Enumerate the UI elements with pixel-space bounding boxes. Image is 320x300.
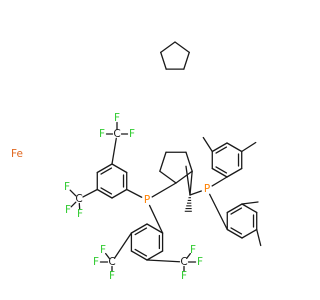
methyl-bond — [202, 136, 213, 153]
aryl-p-bond — [211, 176, 228, 187]
aryl-ring-upper-left-bond — [96, 188, 113, 199]
aryl-ring-lower-bond — [146, 250, 164, 261]
trifluoromethyl-left-cf-bond — [70, 201, 77, 208]
ring-p-bond — [151, 182, 177, 198]
iron-atom: Fe — [11, 148, 23, 160]
trifluoromethyl-lower-right-fluorine: F — [190, 244, 196, 256]
aryl-ring-upper-left-bond — [111, 163, 128, 174]
trifluoromethyl-lower-right-fluorine: F — [197, 256, 203, 268]
aryl-ring-upper-left-double-bond — [100, 167, 113, 175]
cyclopentadienyl-ring-bond — [183, 51, 190, 70]
ring-chiral-carbon-bond — [189, 170, 193, 196]
cyclopentane-ring-bond — [185, 151, 193, 172]
xylyl-ring-upper-double-bond — [215, 146, 228, 154]
trifluoromethyl-left-cf-bond — [69, 189, 77, 197]
cyclopentadienyl-ring-bond — [160, 41, 176, 54]
xylyl-ring-upper-bond — [226, 142, 243, 153]
aryl-ring-upper-left-bond — [96, 163, 113, 174]
bond-lines — [69, 41, 262, 273]
stereo-bonds — [184, 197, 192, 212]
xylyl-ring-upper-double-bond — [215, 166, 228, 174]
trifluoromethyl-left-fluorine: F — [77, 208, 83, 220]
ring-chiral-carbon-bond — [185, 165, 191, 196]
aryl-ring-lower-bond — [130, 223, 148, 234]
xylyl-ring-upper-bond — [211, 167, 228, 178]
methyl-bond — [256, 228, 262, 247]
trifluoromethyl-lower-left-fluorine: F — [109, 270, 115, 282]
phosphorus-atom-left: P — [144, 194, 150, 206]
trifluoromethyl-top-fluorine: F — [129, 128, 135, 140]
cyclopentane-ring-bond — [159, 151, 167, 172]
trifluoromethyl-top-carbon: C — [113, 128, 120, 140]
xylyl-ring-lower-bond — [241, 203, 258, 214]
carbon-p-bond — [189, 190, 202, 196]
xylyl-ring-upper-bond — [226, 167, 243, 178]
cyclopentane-ring-bond — [159, 170, 177, 184]
xylyl-ring-lower-bond — [226, 203, 243, 214]
cyclopentadienyl-ring-bond — [160, 51, 167, 70]
trifluoromethyl-lower-left-fluorine: F — [93, 256, 99, 268]
phosphorus-atom-right: P — [204, 183, 210, 195]
trifluoromethyl-lower-left-cf-bond — [105, 252, 110, 260]
xylyl-ring-lower-double-bond — [230, 207, 243, 215]
cyclopentadienyl-ring-bond — [174, 41, 190, 54]
aryl-p-bond — [209, 193, 228, 231]
aryl-ring-lower-double-bond — [134, 227, 148, 236]
cyclopentane-ring-bond — [175, 170, 193, 184]
trifluoromethyl-top-fluorine: F — [114, 112, 120, 124]
xylyl-ring-lower-double-bond — [230, 227, 243, 235]
trifluoromethyl-lower-right-carbon: C — [180, 256, 187, 268]
aryl-ring-lower-bond — [146, 223, 164, 234]
aryl-ring-upper-left-double-bond — [100, 187, 113, 195]
methyl-bond — [241, 201, 259, 205]
xylyl-ring-upper-bond — [211, 142, 228, 153]
ring-cf3-bond — [146, 259, 181, 263]
aryl-ring-lower-bond — [130, 250, 148, 261]
trifluoromethyl-lower-right-cf-bond — [186, 252, 191, 260]
methyl-bond — [241, 141, 257, 153]
aryl-ring-upper-left-bond — [111, 188, 128, 199]
xylyl-ring-lower-bond — [226, 228, 243, 239]
aryl-ring-lower-double-bond — [134, 248, 148, 257]
trifluoromethyl-lower-left-fluorine: F — [100, 244, 106, 256]
trifluoromethyl-top-fluorine: F — [99, 128, 105, 140]
xylyl-ring-lower-bond — [241, 228, 258, 239]
ring-cf3-bond — [111, 137, 117, 165]
trifluoromethyl-left-fluorine: F — [65, 204, 71, 216]
ring-cf3-bond — [113, 232, 133, 259]
aryl-p-bond — [126, 188, 143, 198]
trifluoromethyl-left-carbon: C — [75, 193, 82, 205]
trifluoromethyl-lower-right-fluorine: F — [181, 270, 187, 282]
trifluoromethyl-left-fluorine: F — [64, 181, 70, 193]
trifluoromethyl-lower-left-carbon: C — [108, 256, 115, 268]
ring-cf3-bond — [82, 188, 98, 198]
aryl-p-bond — [148, 204, 164, 234]
